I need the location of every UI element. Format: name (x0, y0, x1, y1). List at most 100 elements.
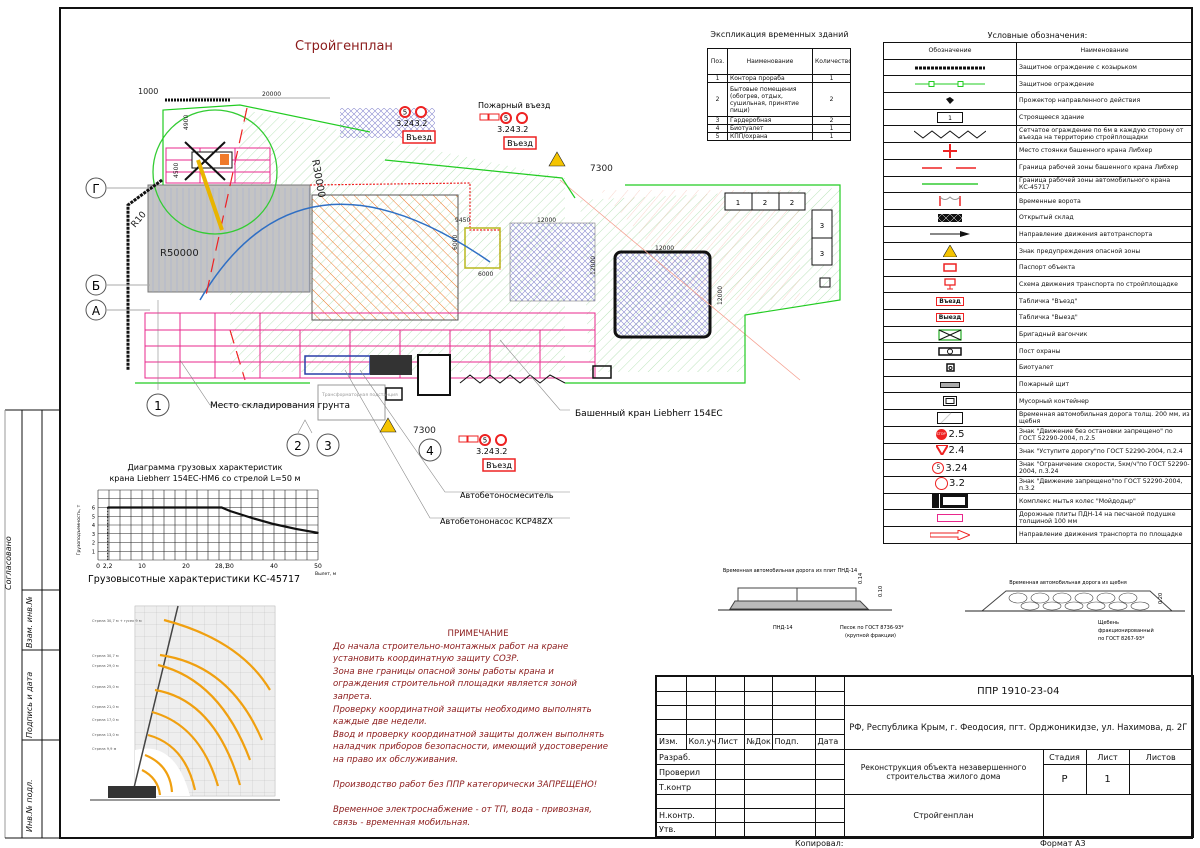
data-point (106, 506, 109, 509)
dim-4500: 4500 (173, 163, 180, 178)
dim-12000d: 12000 (717, 286, 724, 305)
crane-position-icon (883, 142, 1017, 160)
note-line: Временное электроснабжение - от ТП, вода… (333, 805, 592, 816)
building-3b: 3 (820, 250, 824, 258)
dim-12000a: 12000 (537, 217, 556, 224)
waste-container-icon (883, 392, 1017, 411)
legend-row: Направление движения автотранспорта (883, 225, 1193, 244)
legend-label: Знак "Уступите дорогу"по ГОСТ 52290-2004… (1016, 442, 1193, 461)
legend-label: Комплекс мытья колес "Мойдодыр" (1016, 492, 1193, 511)
legend-col-name: Наименование (1016, 42, 1193, 60)
concrete-mixer-icon (370, 355, 412, 375)
legend-label: Мусорный контейнер (1016, 392, 1193, 411)
cell-pos: 5 (707, 132, 728, 141)
legend-label: Защитное ограждение (1016, 75, 1193, 94)
role-checker: Проверил (655, 764, 716, 781)
fence-icon (883, 75, 1017, 94)
y-tick-label: 1 (92, 549, 95, 555)
note-line: каждые две недели. (333, 717, 427, 728)
data-point (229, 510, 231, 512)
sign-code: 3.24 (497, 125, 515, 134)
data-point (273, 523, 275, 525)
object-name: Реконструкция объекта незавершенного стр… (843, 748, 1044, 795)
boom-label: Стрела 30,7 м (92, 654, 119, 658)
note-line: Производство работ без ППР категорически… (333, 780, 598, 791)
legend-row: Мусорный контейнер (883, 392, 1193, 411)
cell-qty: 2 (812, 82, 851, 117)
role-ncontrol: Н.контр. (655, 807, 716, 824)
sign-num: 3.24 (945, 462, 968, 474)
sand-sub: (крупной фракции) (845, 632, 896, 639)
stage-header: Стадия (1042, 748, 1087, 766)
note-line: запрета. (333, 691, 373, 702)
dim-6000b: 6000 (452, 235, 459, 250)
cell-qty: 1 (812, 124, 851, 133)
traffic-arrow-icon (883, 225, 1017, 244)
plate-text: Выезд (935, 313, 965, 323)
y-tick-label: 6 (92, 506, 95, 512)
kc-load-height-chart: Стрела 30,7 м + гусек 9 м Стрела 30,7 м … (90, 605, 280, 801)
legend-label: Место стоянки башенного крана Либхер (1016, 142, 1193, 160)
note-line: Зона вне границы опасной зоны работы кра… (333, 666, 554, 677)
road-section-plates: Временная автомобильная дорога из плит П… (718, 568, 904, 639)
boom-label: Стрела 17,0 м (92, 718, 119, 722)
gravel-label-2: фракционированный (1098, 627, 1154, 634)
legend-row: Пожарный щит (883, 375, 1193, 394)
col-name: Наименование (727, 48, 813, 75)
speed-text: 5 (932, 462, 945, 475)
road-section-gravel: Временная автомобильная дорога из щебня … (965, 580, 1185, 642)
dim-7300-bottom: 7300 (413, 426, 436, 436)
entry-plate-text: Въезд (486, 461, 512, 470)
wheel-wash-icon (883, 492, 1017, 511)
legend-row: Защитное ограждение (883, 75, 1193, 94)
boom-label: Стрела 9,9 м (92, 747, 117, 751)
legend-label: Пост охраны (1016, 342, 1193, 361)
doc-code: ППР 1910-23-04 (843, 675, 1194, 707)
notes-title: ПРИМЕЧАНИЕ (447, 629, 509, 639)
legend-label: Знак предупреждения опасной зоны (1016, 242, 1193, 260)
legend-label: Паспорт объекта (1016, 258, 1193, 277)
note-line (333, 767, 623, 780)
cell-name: Гардеробная (727, 116, 813, 125)
legend-label: Сетчатое ограждение по 6м в каждую сторо… (1016, 125, 1193, 144)
note-line: на право их обслуживания. (333, 754, 459, 765)
dim-6000: 6000 (478, 271, 493, 278)
legend-row: Временная автомобильная дорога толщ. 200… (883, 409, 1193, 427)
radius-r50000: R50000 (160, 248, 199, 259)
danger-zone-sign-icon (379, 417, 397, 433)
x-tick-label: 40 (270, 563, 278, 570)
plates-title: Временная автомобильная дорога из плит П… (723, 568, 857, 574)
boom-label: Стрела 25,0 м (92, 685, 119, 689)
note-line: До начала строительно-монтажных работ на… (333, 641, 569, 652)
label-soil-storage: Место складирования грунта (210, 401, 350, 411)
legend-label: Дорожные плиты ПДН-14 на песчаной подушк… (1016, 509, 1193, 527)
canopy-fence-icon (883, 58, 1017, 77)
note-line: установить координатную защиту СОЗР. (333, 654, 520, 665)
cell-name: Бытовые помещения (обогрев, отдых, сушил… (727, 82, 813, 117)
cell-name: Контора прораба (727, 74, 813, 83)
note-line: связь - временная мобильная. (333, 817, 471, 828)
legend-label: Временные ворота (1016, 192, 1193, 210)
entry-plate (402, 130, 436, 144)
boom-label: Стрела 13,0 м (92, 733, 119, 737)
label-concrete-pump: Автобетононасос КСР48ZX (440, 517, 553, 526)
cell-name: Биотуалет (727, 124, 813, 133)
tb-col-header: Дата (814, 733, 845, 750)
building-2a: 2 (763, 199, 767, 207)
building-1: 1 (736, 199, 740, 207)
stamp-inv-replace: Взам. инв.№ (25, 596, 34, 648)
label-tower-crane: Башенный кран Liebherr 154EC (575, 409, 723, 419)
legend-label: Биотуалет (1016, 359, 1193, 377)
passport-icon (883, 258, 1017, 277)
